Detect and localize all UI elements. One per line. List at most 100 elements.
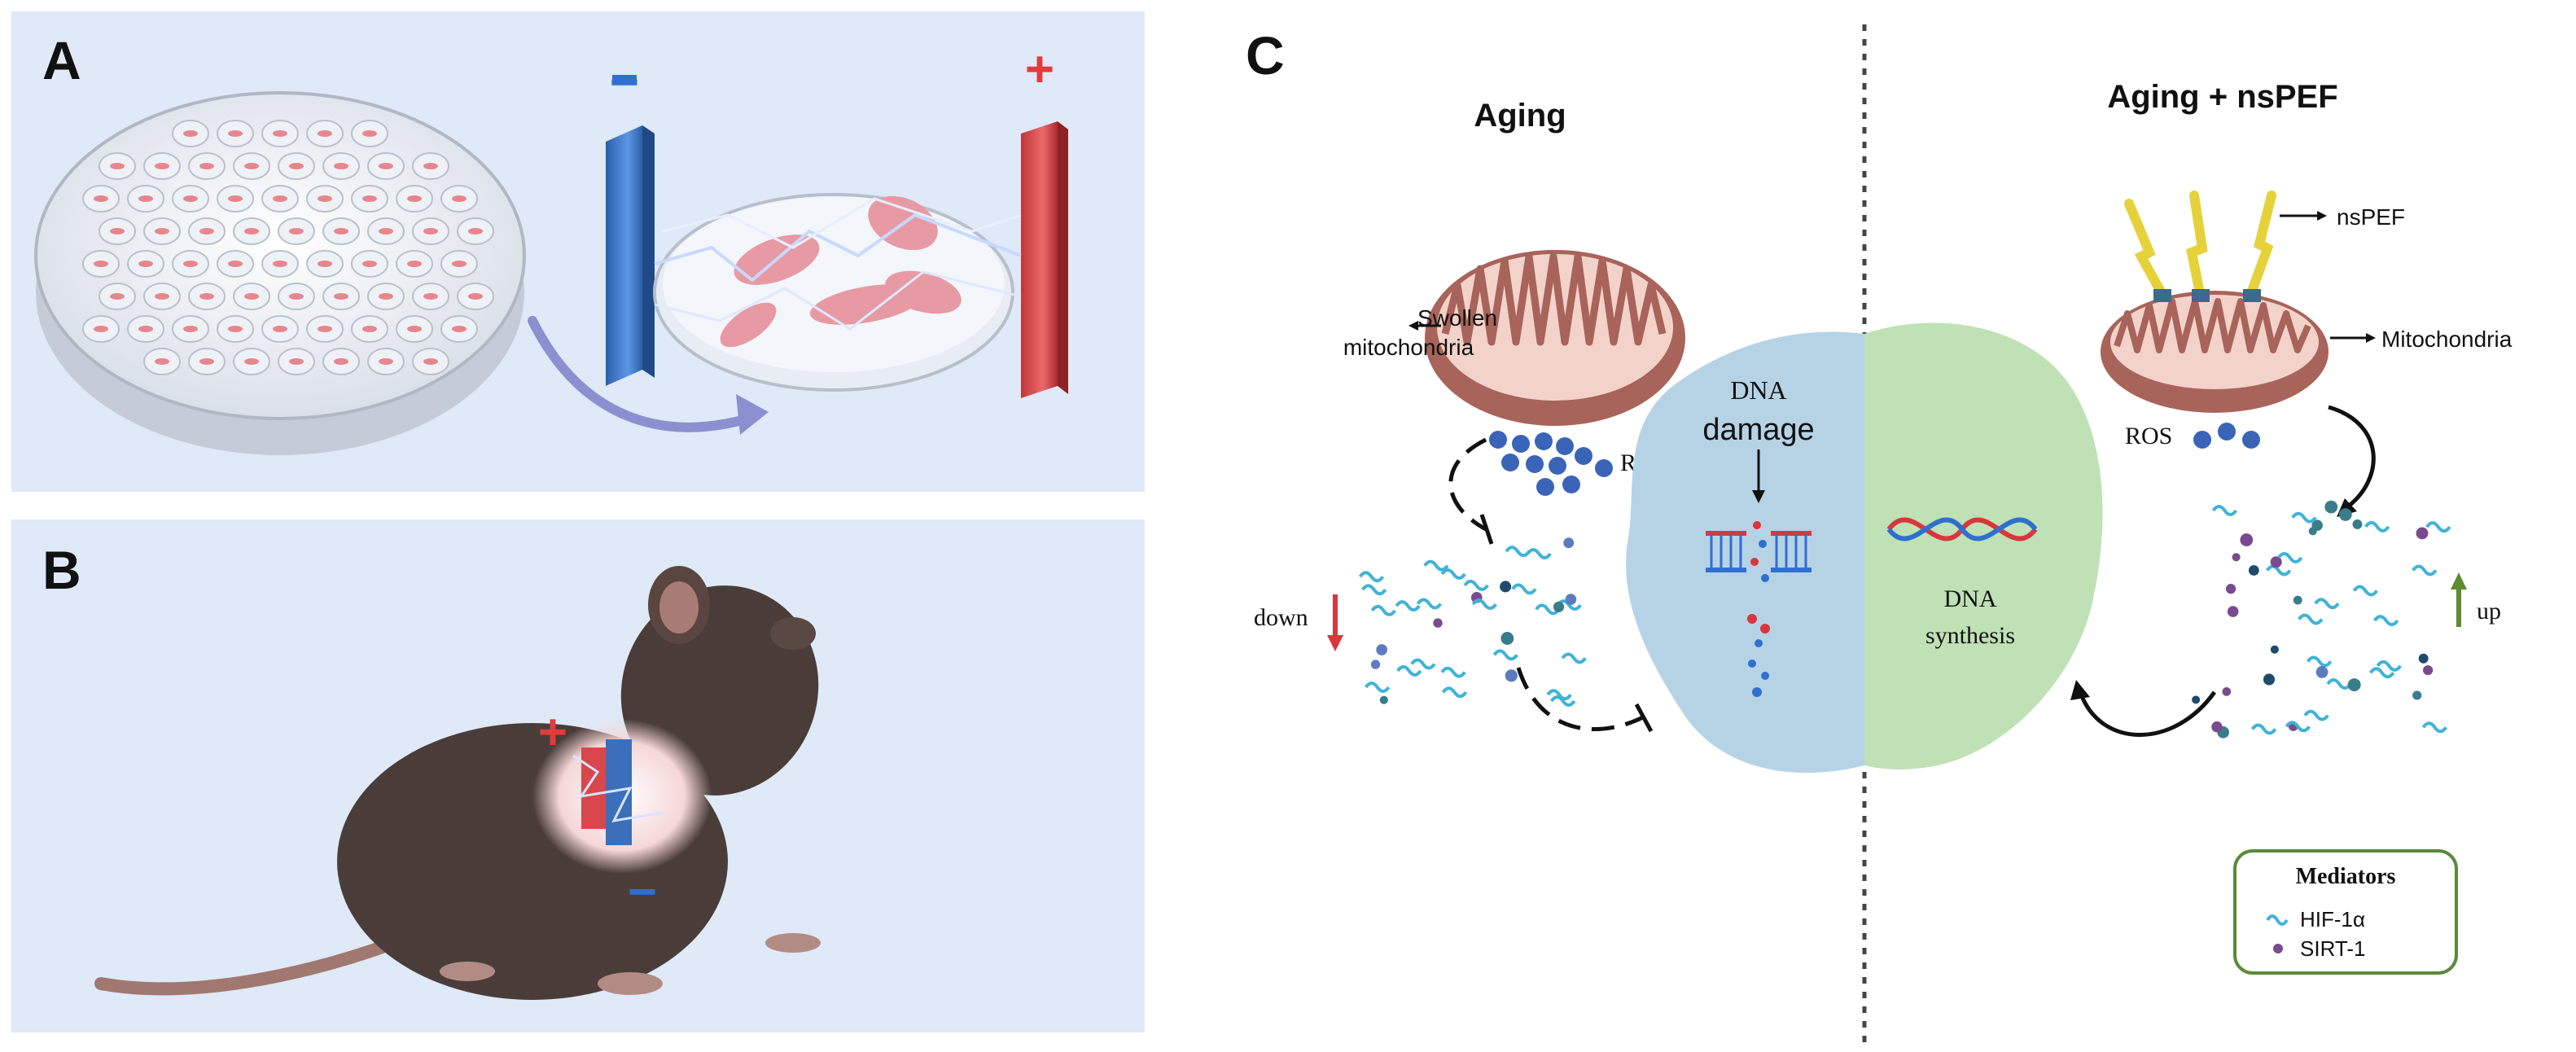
cell (199, 293, 214, 300)
sirt1-mark (1433, 618, 1443, 628)
hif1a-mark (2285, 721, 2311, 733)
cell (289, 228, 304, 235)
cell (199, 163, 214, 169)
cell (289, 358, 304, 365)
sirt1-mark (1500, 581, 1512, 593)
cell (94, 261, 108, 267)
cell (244, 228, 259, 235)
cell (94, 195, 108, 202)
nspef-label: nsPEF (2337, 204, 2405, 230)
cell (334, 293, 348, 300)
hif1a-mark (2364, 520, 2390, 533)
cell (407, 261, 422, 267)
cell (379, 163, 393, 169)
hif1a-mark (1423, 559, 1449, 572)
swollen-mitochondria (1425, 250, 1685, 426)
cell (138, 261, 153, 267)
hif1a-mark (1410, 658, 1436, 670)
hif1a-mark (2425, 521, 2451, 533)
hif1a-mark (1361, 584, 1387, 596)
sirt1-mark (2270, 645, 2279, 654)
legend-item-sirt1: SIRT-1 (2300, 936, 2365, 961)
panel-a-illustration: − + (34, 42, 1068, 455)
up-label: up (2477, 598, 2501, 625)
right-title: Aging + nsPEF (2107, 79, 2337, 115)
sirt1-mark (2248, 565, 2259, 576)
sirt1-mark (2225, 583, 2236, 594)
hif1a-mark (1550, 695, 1576, 707)
hif1a-mark (1441, 686, 1468, 699)
sirt1-mark (2240, 533, 2254, 546)
positive-electrode (1021, 121, 1068, 398)
cell (468, 293, 483, 300)
cell (289, 163, 304, 169)
cell (183, 130, 198, 137)
inhibit-arrow-top (1448, 437, 1487, 532)
mediators-to-dna-arrow (2078, 690, 2217, 737)
sirt1-mark (2338, 508, 2352, 521)
cell (155, 358, 169, 365)
cell (228, 326, 243, 332)
hif1a-mark (2291, 511, 2317, 524)
sirt1-mark (2308, 527, 2317, 536)
cell (423, 163, 438, 169)
sirt1-mark (2418, 653, 2429, 664)
cell (228, 261, 243, 267)
hif1a-mark (1556, 599, 1582, 611)
cell (334, 358, 348, 365)
ros-cluster-right (2193, 423, 2260, 449)
hif1a-mark (1365, 682, 1391, 693)
sirt1-mark (2324, 500, 2338, 514)
cell (228, 130, 243, 137)
legend-title: Mediators (2296, 864, 2396, 889)
hif1a-mark (2412, 564, 2438, 576)
cell (94, 326, 108, 332)
plus-symbol-b: + (538, 704, 567, 761)
hif1a-mark (1416, 598, 1443, 610)
mitochondria-label: Mitochondria (2381, 327, 2512, 352)
sirt1-mark (2347, 678, 2361, 692)
hif1a-mark (1463, 579, 1489, 591)
hif1a-mark (2373, 615, 2399, 627)
mediators-cluster-left (1358, 537, 1587, 707)
transfer-arrow (528, 316, 753, 432)
cell (452, 195, 467, 202)
mitochondria-right (2101, 291, 2328, 413)
hif1a-mark (2307, 655, 2333, 668)
hif1a-mark (1471, 598, 1497, 611)
dna-damage-blob (1626, 331, 1864, 774)
hif1a-mark (2352, 585, 2379, 597)
sirt1-mark (2293, 595, 2302, 605)
panel-b: + − B (11, 519, 1145, 1032)
hif1a-mark (1370, 604, 1396, 616)
dna-synthesis-line2: synthesis (1925, 622, 2015, 649)
hif1a-mark (1440, 568, 1466, 580)
negative-electrode (606, 75, 655, 386)
hif1a-mark (1396, 664, 1422, 677)
sirt1-mark (1505, 669, 1518, 682)
hif1a-mark (1358, 571, 1385, 583)
sirt1-mark (2423, 664, 2434, 676)
ros-label-right: ROS (2125, 423, 2172, 449)
sirt1-mark (2192, 695, 2201, 704)
damaged-dna-icon (1706, 521, 1812, 697)
panel-c-diagram: Aging Aging + nsPEF Swollen mitochondria… (1254, 24, 2512, 1042)
plus-symbol-a: + (1025, 42, 1054, 98)
sirt1-mark (1565, 594, 1577, 605)
sirt1-mark (2232, 553, 2241, 562)
hif1a-mark (1505, 546, 1531, 558)
cell (379, 358, 393, 365)
cell (110, 228, 125, 235)
cell (468, 228, 483, 235)
cell (244, 163, 259, 169)
sirt1-mark (1500, 632, 1514, 645)
hif1a-mark (2326, 678, 2352, 690)
sirt1-mark (2227, 606, 2239, 617)
cell (452, 326, 467, 332)
cell (289, 293, 304, 300)
cell (244, 293, 259, 300)
cell (423, 358, 438, 365)
hif1a-mark (2369, 667, 2395, 679)
hif1a-mark (1440, 666, 1466, 678)
sirt1-mark (1379, 695, 1388, 704)
